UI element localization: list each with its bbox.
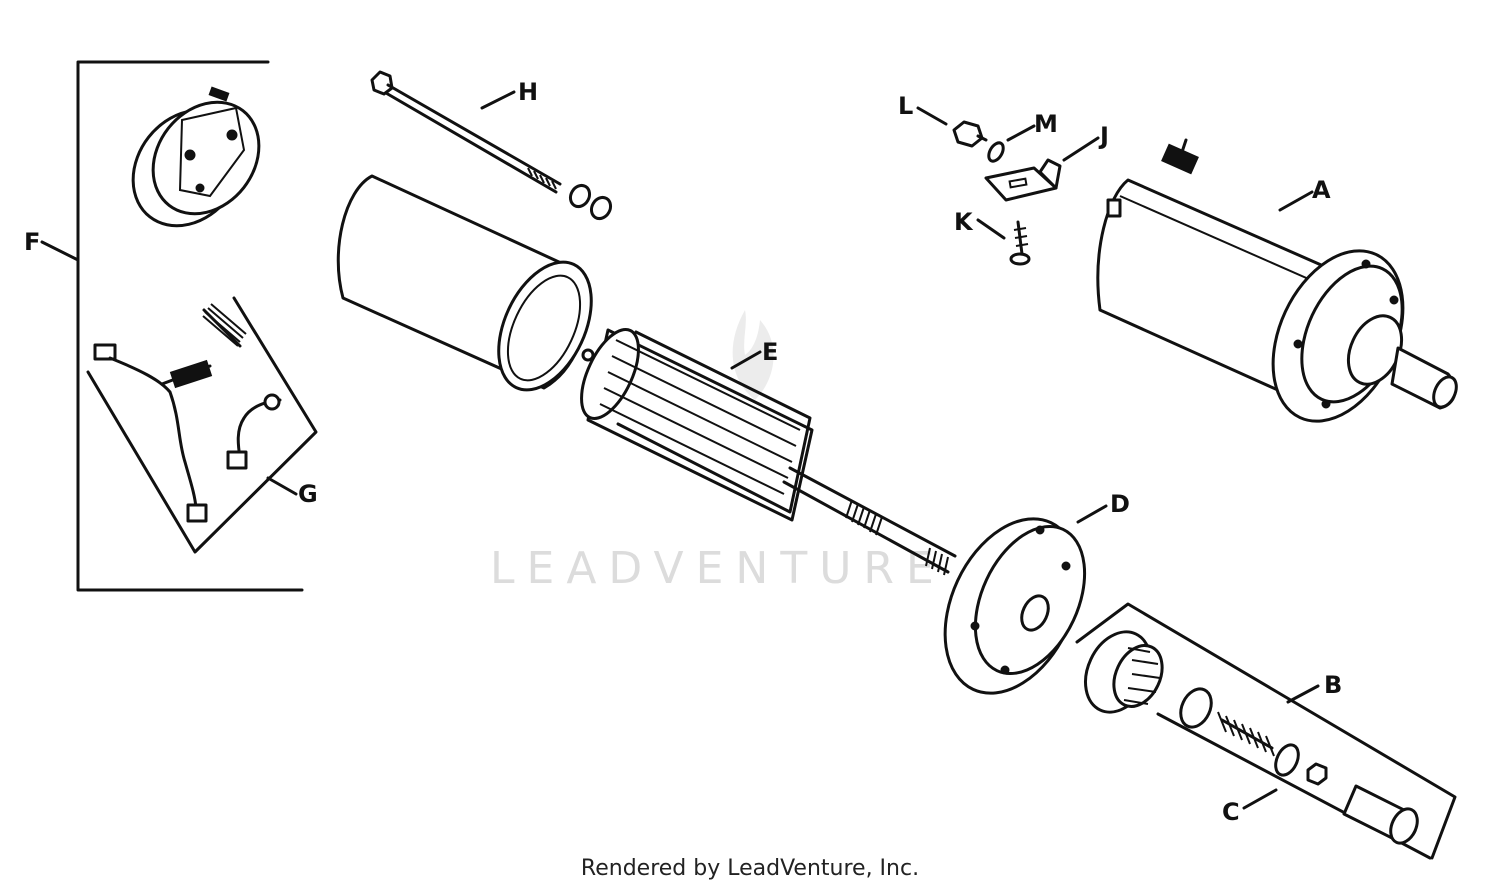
motor-housing <box>336 174 593 392</box>
callout-a: A <box>1312 176 1331 204</box>
callout-e: E <box>762 338 778 366</box>
brush-lead-2 <box>226 393 282 470</box>
callout-k: K <box>954 208 974 236</box>
callout-j: J <box>1098 122 1109 150</box>
group-f-bracket <box>76 60 304 592</box>
callout-d: D <box>1110 490 1130 518</box>
drive-end-plate <box>943 517 1087 695</box>
bracket-hardware <box>952 120 1062 266</box>
drive-kit <box>1075 602 1457 860</box>
brush-spring <box>202 303 247 348</box>
callout-labels: A B C D E F G H J K L M <box>24 78 1342 826</box>
watermark-text: LEADVENTURE <box>490 543 946 594</box>
callout-c: C <box>1222 798 1240 826</box>
drive-cap <box>1342 784 1419 845</box>
pinion-gear <box>1084 630 1164 714</box>
end-cap <box>131 86 261 228</box>
leader-lines <box>40 90 1320 810</box>
through-bolt <box>370 70 613 221</box>
render-credit: Rendered by LeadVenture, Inc. <box>580 856 920 881</box>
brush-lead-1 <box>93 343 213 523</box>
starter-motor <box>1096 138 1458 423</box>
drive-spring <box>1217 711 1275 757</box>
watermark: LEADVENTURE <box>490 310 946 594</box>
callout-f: F <box>24 228 40 256</box>
armature <box>580 328 957 576</box>
callout-b: B <box>1324 671 1342 699</box>
callout-m: M <box>1034 110 1058 138</box>
callout-g: G <box>298 480 318 508</box>
brush-assembly <box>86 296 318 554</box>
callout-h: H <box>518 78 538 106</box>
callout-l: L <box>898 92 913 120</box>
